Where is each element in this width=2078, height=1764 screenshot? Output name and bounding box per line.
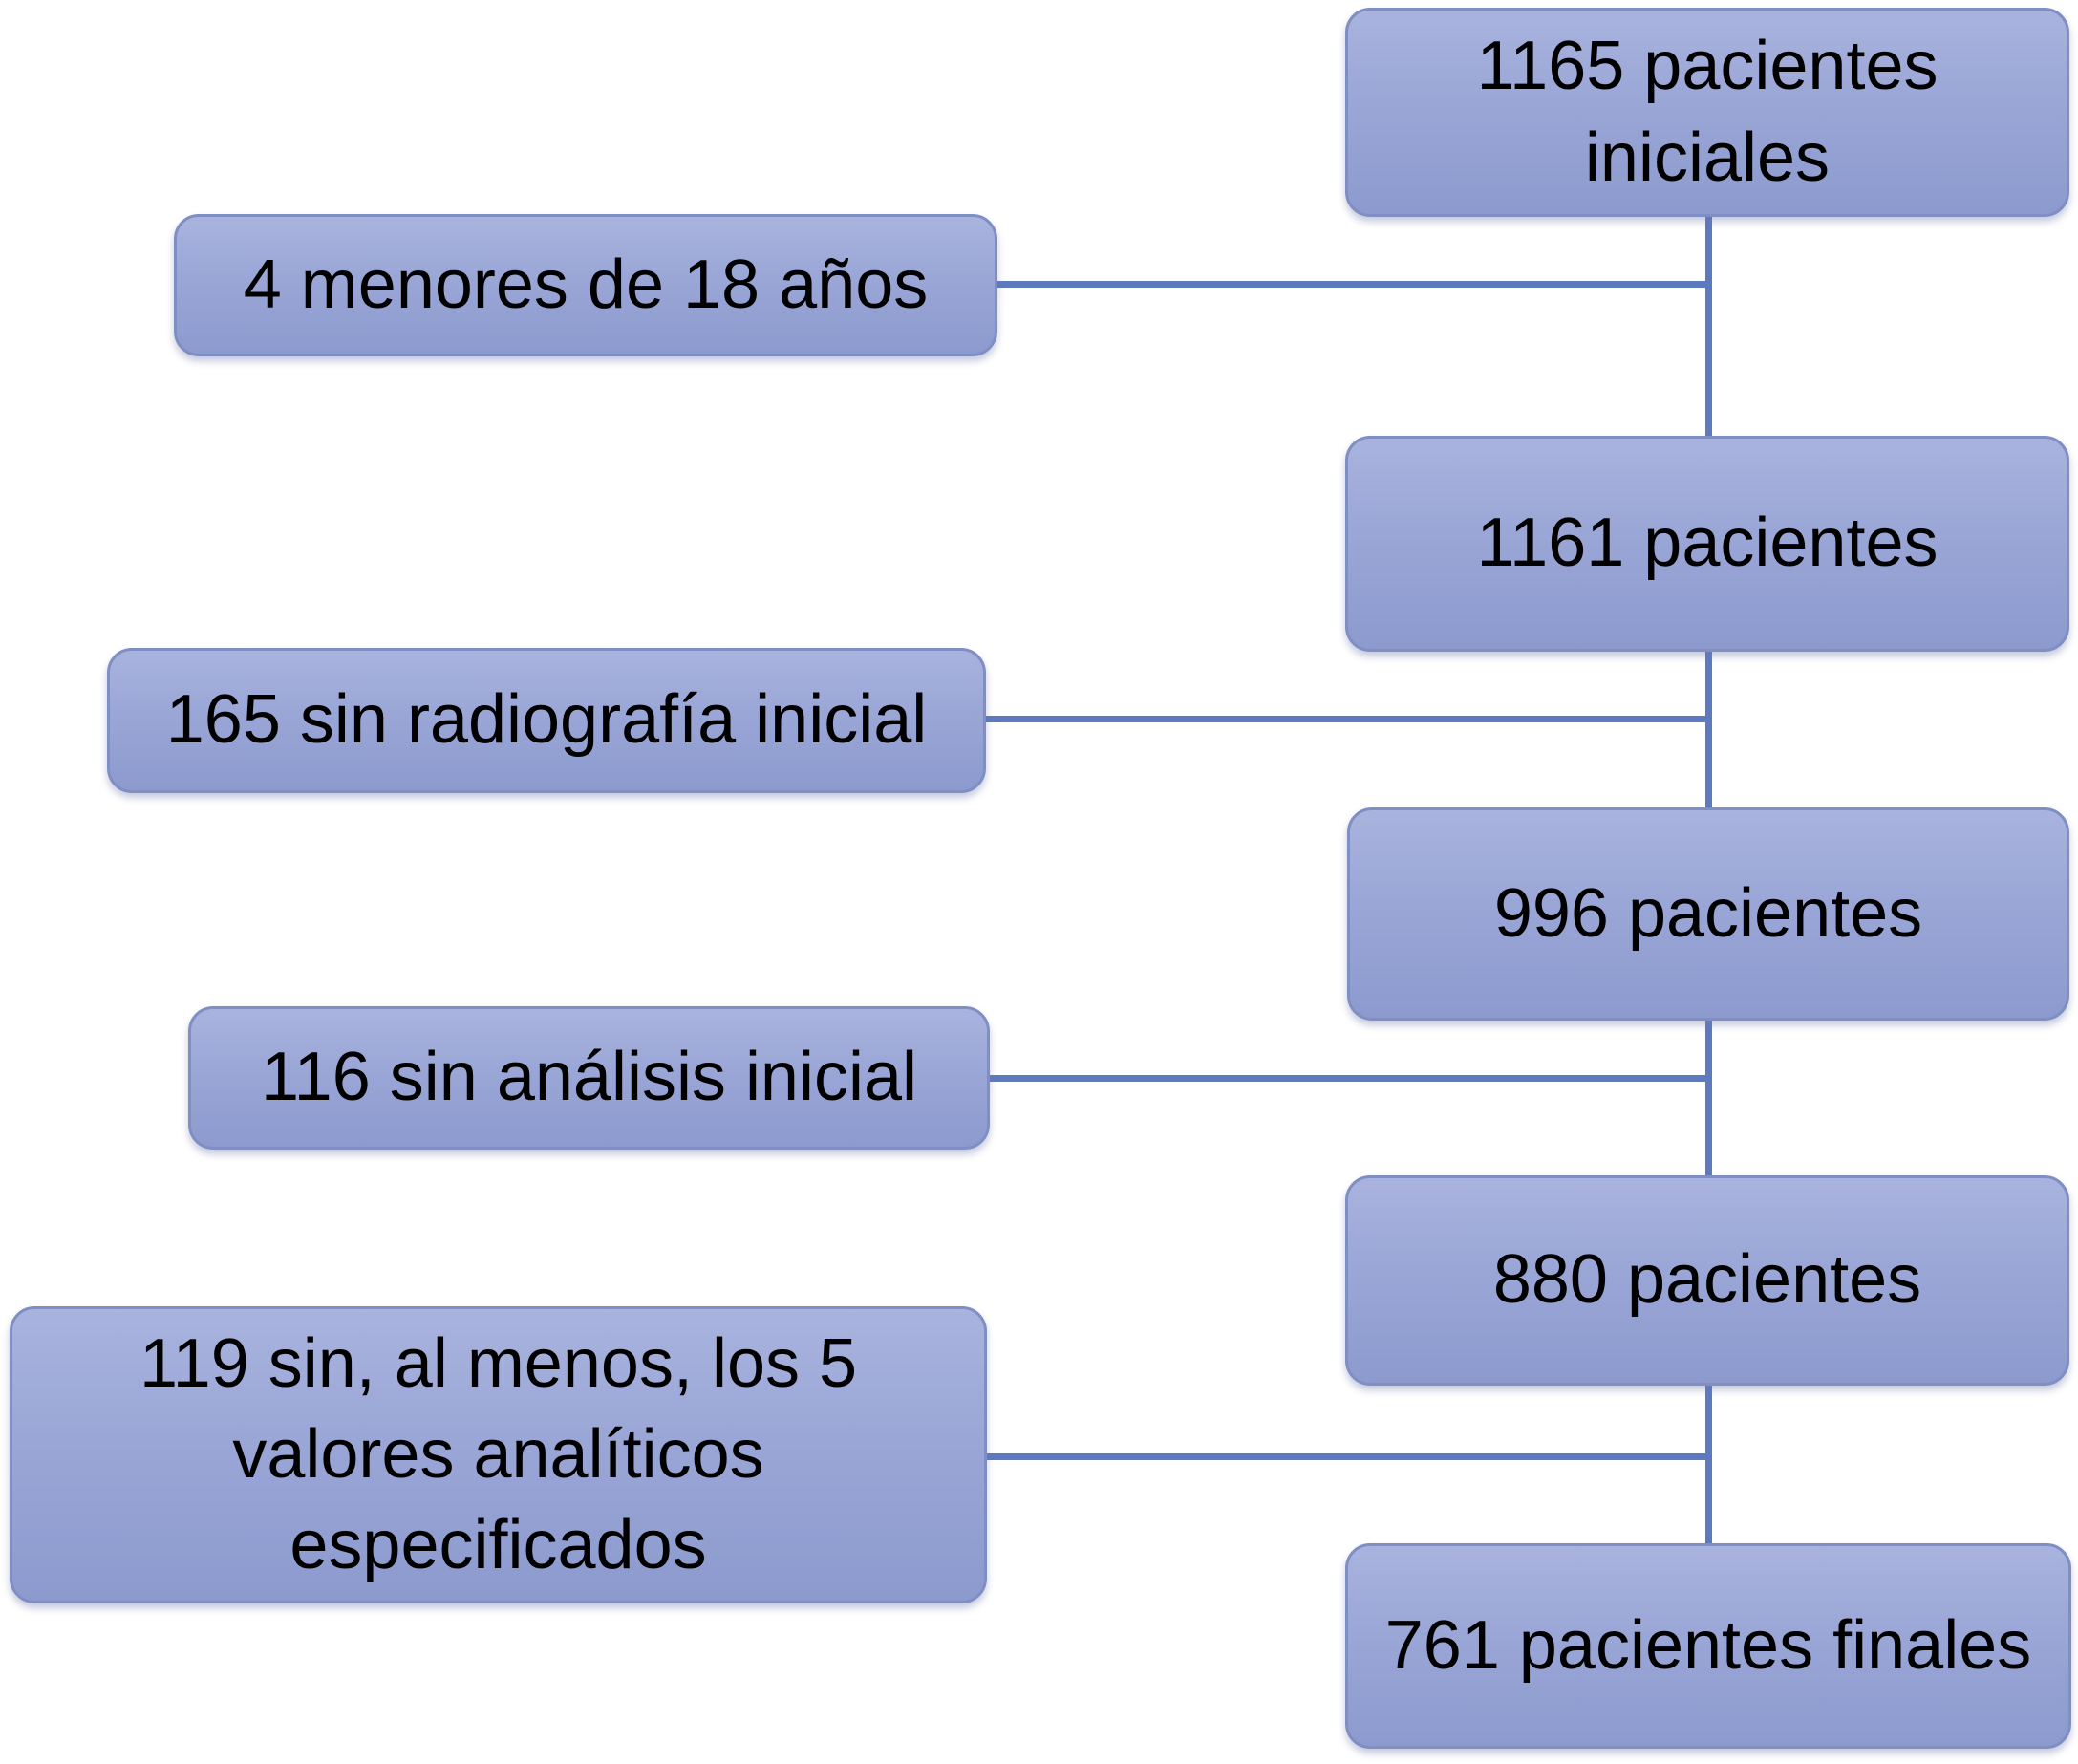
node-exclusion-sin-valores-analiticos: 119 sin, al menos, los 5 valores analíti… (10, 1306, 987, 1603)
connector-exclusion-3 (988, 1075, 1705, 1082)
connector-exclusion-1 (994, 281, 1705, 288)
node-pacientes-finales: 761 pacientes finales (1345, 1543, 2071, 1749)
connector-exclusion-2 (984, 716, 1705, 722)
node-exclusion-sin-radiografia: 165 sin radiografía inicial (107, 648, 986, 793)
connector-exclusion-4 (985, 1453, 1705, 1460)
node-880-pacientes: 880 pacientes (1345, 1175, 2069, 1386)
node-exclusion-sin-analisis: 116 sin análisis inicial (188, 1006, 990, 1150)
node-1161-pacientes: 1161 pacientes (1345, 436, 2069, 652)
node-996-pacientes: 996 pacientes (1347, 807, 2069, 1021)
node-exclusion-menores-18: 4 menores de 18 años (174, 214, 997, 356)
node-pacientes-iniciales: 1165 pacientes iniciales (1345, 8, 2069, 217)
